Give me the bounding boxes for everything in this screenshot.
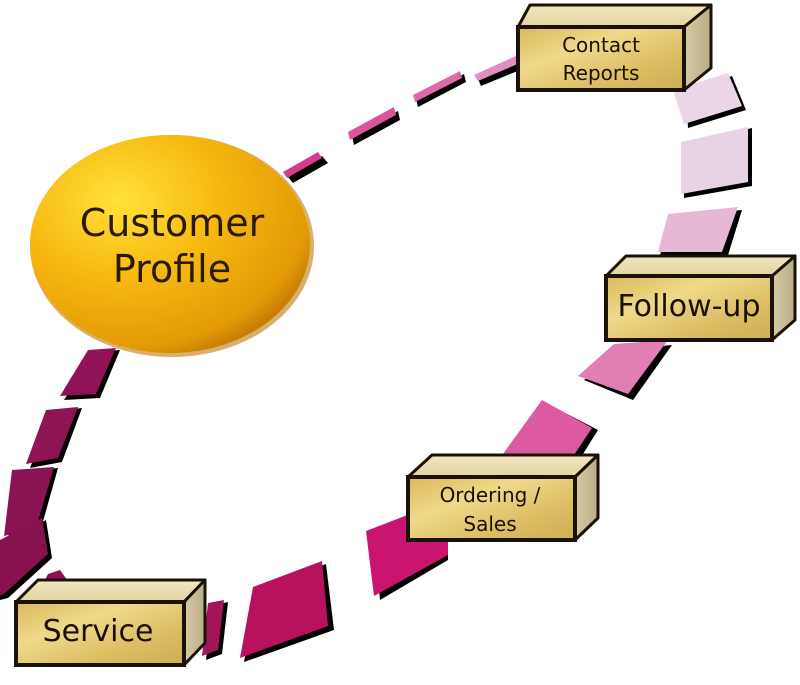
ordering-sales-label-line-1: Ordering /: [440, 483, 541, 507]
ribbon-segment: [4, 467, 58, 540]
ribbon-segment: [413, 71, 466, 107]
follow-up-label: Follow-up: [618, 289, 761, 324]
ribbon-segment: [60, 348, 120, 400]
customer-profile-hub: Customer Profile: [30, 135, 314, 357]
contact-reports-label-line-1: Contact: [562, 33, 640, 57]
ribbon-segment: [474, 55, 520, 86]
ribbon-segment: [26, 407, 82, 468]
stage-box-ordering-sales: Ordering / Sales: [406, 453, 600, 542]
ribbon-segment: [202, 600, 228, 660]
ribbon-segment: [348, 107, 400, 145]
ordering-sales-label-line-2: Sales: [463, 512, 516, 536]
ribbon-segment: [0, 518, 52, 600]
ribbon-segment: [240, 561, 334, 662]
stage-box-contact-reports: Contact Reports: [516, 3, 713, 92]
cycle-ribbon: [0, 55, 752, 662]
contact-reports-label-line-2: Reports: [563, 61, 640, 85]
stage-box-follow-up: Follow-up: [604, 254, 797, 342]
ribbon-segment: [578, 340, 672, 400]
service-label: Service: [43, 614, 154, 649]
hub-label-line-1: Customer: [80, 201, 265, 245]
ribbon-segment: [283, 152, 328, 183]
hub-label-line-2: Profile: [113, 247, 231, 291]
ribbon-segment: [500, 400, 598, 462]
stage-box-service: Service: [14, 578, 207, 667]
ribbon-segment: [681, 127, 752, 198]
ribbon-segment: [658, 207, 742, 255]
